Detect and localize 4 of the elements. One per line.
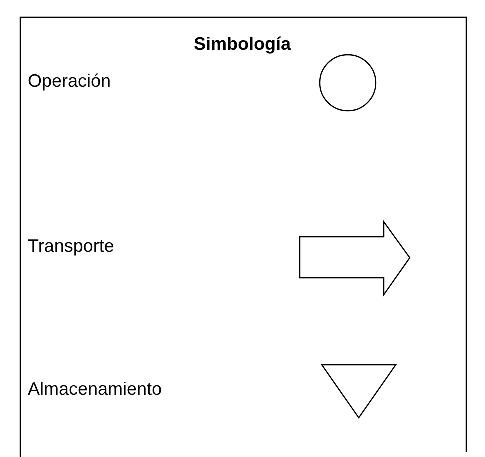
legend-label: Transporte [28, 236, 114, 258]
legend-label: Operación [28, 71, 112, 93]
legend-title: Simbología [192, 34, 292, 56]
legend-label: Almacenamiento [28, 379, 162, 401]
